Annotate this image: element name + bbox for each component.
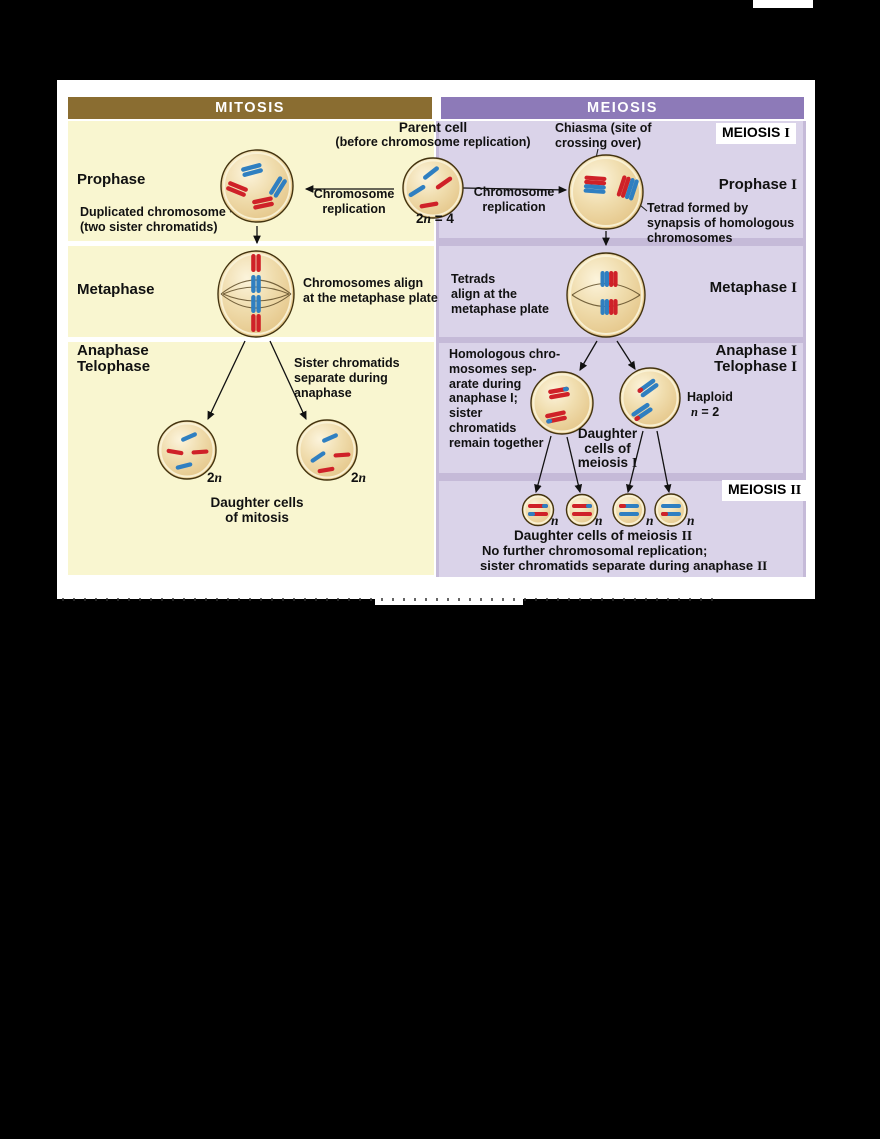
- page-notch-bottom: [375, 599, 523, 605]
- chromosome-replication-left: Chromosome replication: [313, 187, 395, 216]
- chiasma-note: Chiasma (site of crossing over): [555, 121, 652, 150]
- haploid-n-label-1: n: [551, 513, 559, 528]
- ploidy-2n4-label: 2n = 4: [416, 211, 454, 226]
- duplicated-chromosome-note: Duplicated chromosome (two sister chroma…: [80, 205, 226, 234]
- haploid-n-label-2: n: [595, 513, 603, 528]
- ploidy-2n-label-2: 2n: [351, 470, 367, 485]
- mitosis-header-label: MITOSIS: [215, 100, 285, 116]
- parent-cell-title: Parent cell: [398, 120, 468, 135]
- mitosis-anaphase-label: Anaphase: [77, 342, 149, 359]
- mitosis-header-bar: MITOSIS: [68, 97, 432, 119]
- page-sliver-top-right: [753, 0, 813, 8]
- mitosis-prophase-label: Prophase: [77, 171, 146, 188]
- parent-cell-subtitle: (before chromosome replication): [335, 135, 531, 149]
- haploid-label: Haploid: [687, 390, 733, 404]
- no-replication-note-line1: No further chromosomal replication;: [482, 543, 708, 558]
- chromosome-replication-right: Chromosome replication: [473, 185, 555, 214]
- daughter-cells-mitosis-label: Daughter cells of mitosis: [210, 495, 304, 525]
- haploid-n-label-4: n: [687, 513, 695, 528]
- no-replication-note-line2: sister chromatids separate during anapha…: [480, 558, 768, 573]
- tetrad-formed-note: Tetrad formed by synapsis of homologous …: [647, 201, 795, 245]
- caption-remnant: [62, 598, 722, 601]
- mitosis-anaphase-panel: [68, 342, 434, 575]
- tetrads-align-note: Tetrads align at the metaphase plate: [451, 272, 549, 316]
- sister-chromatids-note: Sister chromatids separate during anapha…: [294, 356, 400, 400]
- meiosis-header-label: MEIOSIS: [587, 100, 658, 116]
- mitosis-metaphase-label: Metaphase: [77, 281, 155, 298]
- haploid-n2-label: n = 2: [691, 405, 720, 419]
- chromosomes-align-note: Chromosomes align at the metaphase plate: [303, 276, 438, 305]
- ploidy-2n-label-1: 2n: [207, 470, 223, 485]
- haploid-n-label-3: n: [646, 513, 654, 528]
- meiosis-header-bar: MEIOSIS: [441, 97, 804, 119]
- mitosis-telophase-label: Telophase: [77, 358, 151, 375]
- homologous-separate-note: Homologous chro- mosomes sep- arate duri…: [449, 347, 561, 450]
